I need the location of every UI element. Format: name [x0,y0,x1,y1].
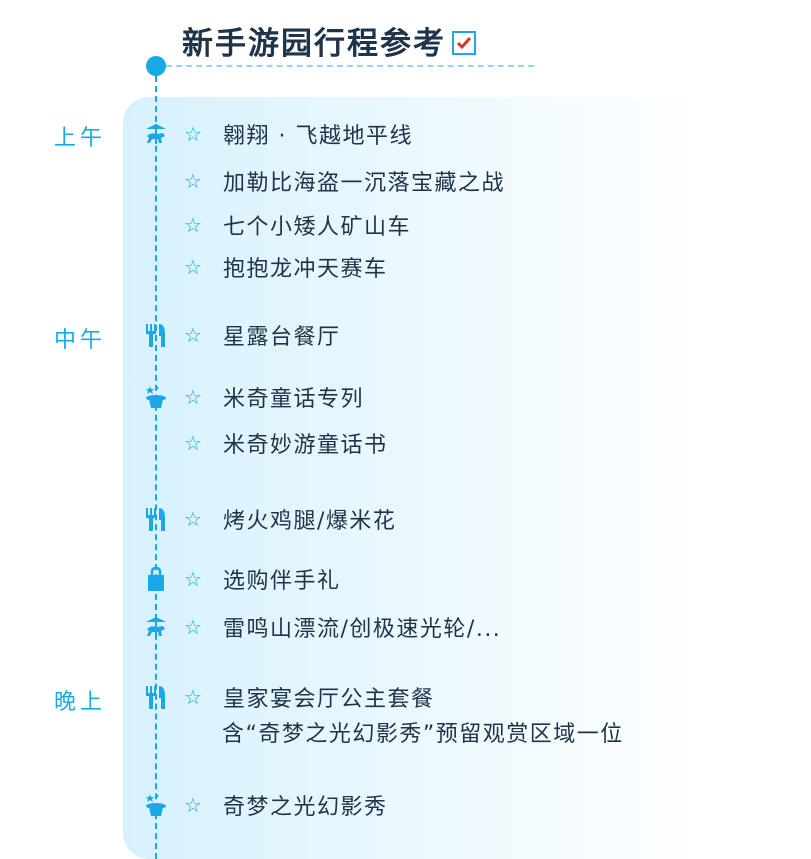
item-note: 含“奇梦之光幻影秀”预留观赏区域一位 [222,722,624,747]
star-icon[interactable]: ☆ [184,213,202,237]
item-text: 星露台餐厅 [223,325,341,350]
list-item: ☆ 雷鸣山漂流/创极速光轮/... [143,612,501,642]
star-icon[interactable]: ☆ [184,507,202,531]
star-icon[interactable]: ☆ [184,255,202,279]
page-title: 新手游园行程参考 [182,18,476,63]
list-item: ☆ 皇家宴会厅公主套餐 [143,682,435,712]
list-item: ☆ 米奇童话专列 [143,382,364,412]
star-icon[interactable]: ☆ [184,615,202,639]
list-item: ☆ 米奇妙游童话书 [143,428,388,458]
star-icon[interactable]: ☆ [184,431,202,455]
item-text: 抱抱龙冲天赛车 [223,257,388,282]
star-icon[interactable]: ☆ [184,323,202,347]
item-text: 烤火鸡腿/爆米花 [223,509,397,534]
period-noon: 中午 [54,328,107,353]
list-item: ☆ 七个小矮人矿山车 [143,210,411,240]
fork-knife-icon [143,506,169,532]
title-underline [166,65,534,67]
star-icon[interactable]: ☆ [184,385,202,409]
list-item: ☆ 抱抱龙冲天赛车 [143,252,388,282]
list-item: ☆ 选购伴手礼 [143,564,341,594]
fork-knife-icon [143,322,169,348]
item-text: 皇家宴会厅公主套餐 [223,687,435,712]
item-text: 翱翔 · 飞越地平线 [223,124,413,149]
magic-hat-icon [143,384,169,410]
star-icon[interactable]: ☆ [184,685,202,709]
magic-hat-icon [143,792,169,818]
item-text: 雷鸣山漂流/创极速光轮/... [223,617,502,642]
list-item: ☆ 翱翔 · 飞越地平线 [143,119,413,149]
checkbox-checked-icon [452,30,476,55]
timeline-start-dot [146,56,166,76]
item-text: 米奇妙游童话书 [223,433,388,458]
star-icon[interactable]: ☆ [184,169,202,193]
list-item: ☆ 烤火鸡腿/爆米花 [143,504,396,534]
carousel-icon [143,614,169,640]
period-evening: 晚上 [54,690,107,715]
itinerary-card [123,97,811,859]
list-item: ☆ 星露台餐厅 [143,320,341,350]
item-text: 选购伴手礼 [223,569,341,594]
item-text: 米奇童话专列 [223,387,365,412]
shopping-bag-icon [143,566,169,592]
list-item: ☆ 奇梦之光幻影秀 [143,790,388,820]
item-text: 加勒比海盗一沉落宝藏之战 [223,171,506,196]
fork-knife-icon [143,684,169,710]
star-icon[interactable]: ☆ [184,567,202,591]
star-icon[interactable]: ☆ [184,793,202,817]
item-text: 七个小矮人矿山车 [223,215,412,240]
page-title-text: 新手游园行程参考 [182,26,446,62]
timeline-line [155,76,157,859]
period-morning: 上午 [54,126,107,151]
star-icon[interactable]: ☆ [184,122,202,146]
carousel-icon [143,121,169,147]
item-text: 奇梦之光幻影秀 [223,795,388,820]
list-item: ☆ 加勒比海盗一沉落宝藏之战 [143,166,505,196]
